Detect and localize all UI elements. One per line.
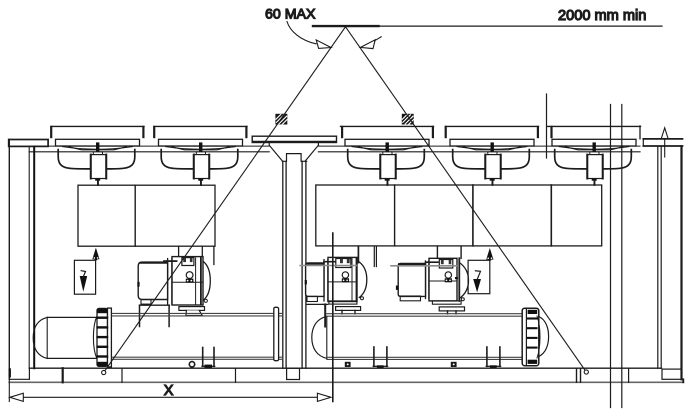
svg-text:60 MAX: 60 MAX <box>265 7 316 23</box>
svg-text:X: X <box>164 383 174 399</box>
svg-text:2000 mm min: 2000 mm min <box>558 8 646 24</box>
